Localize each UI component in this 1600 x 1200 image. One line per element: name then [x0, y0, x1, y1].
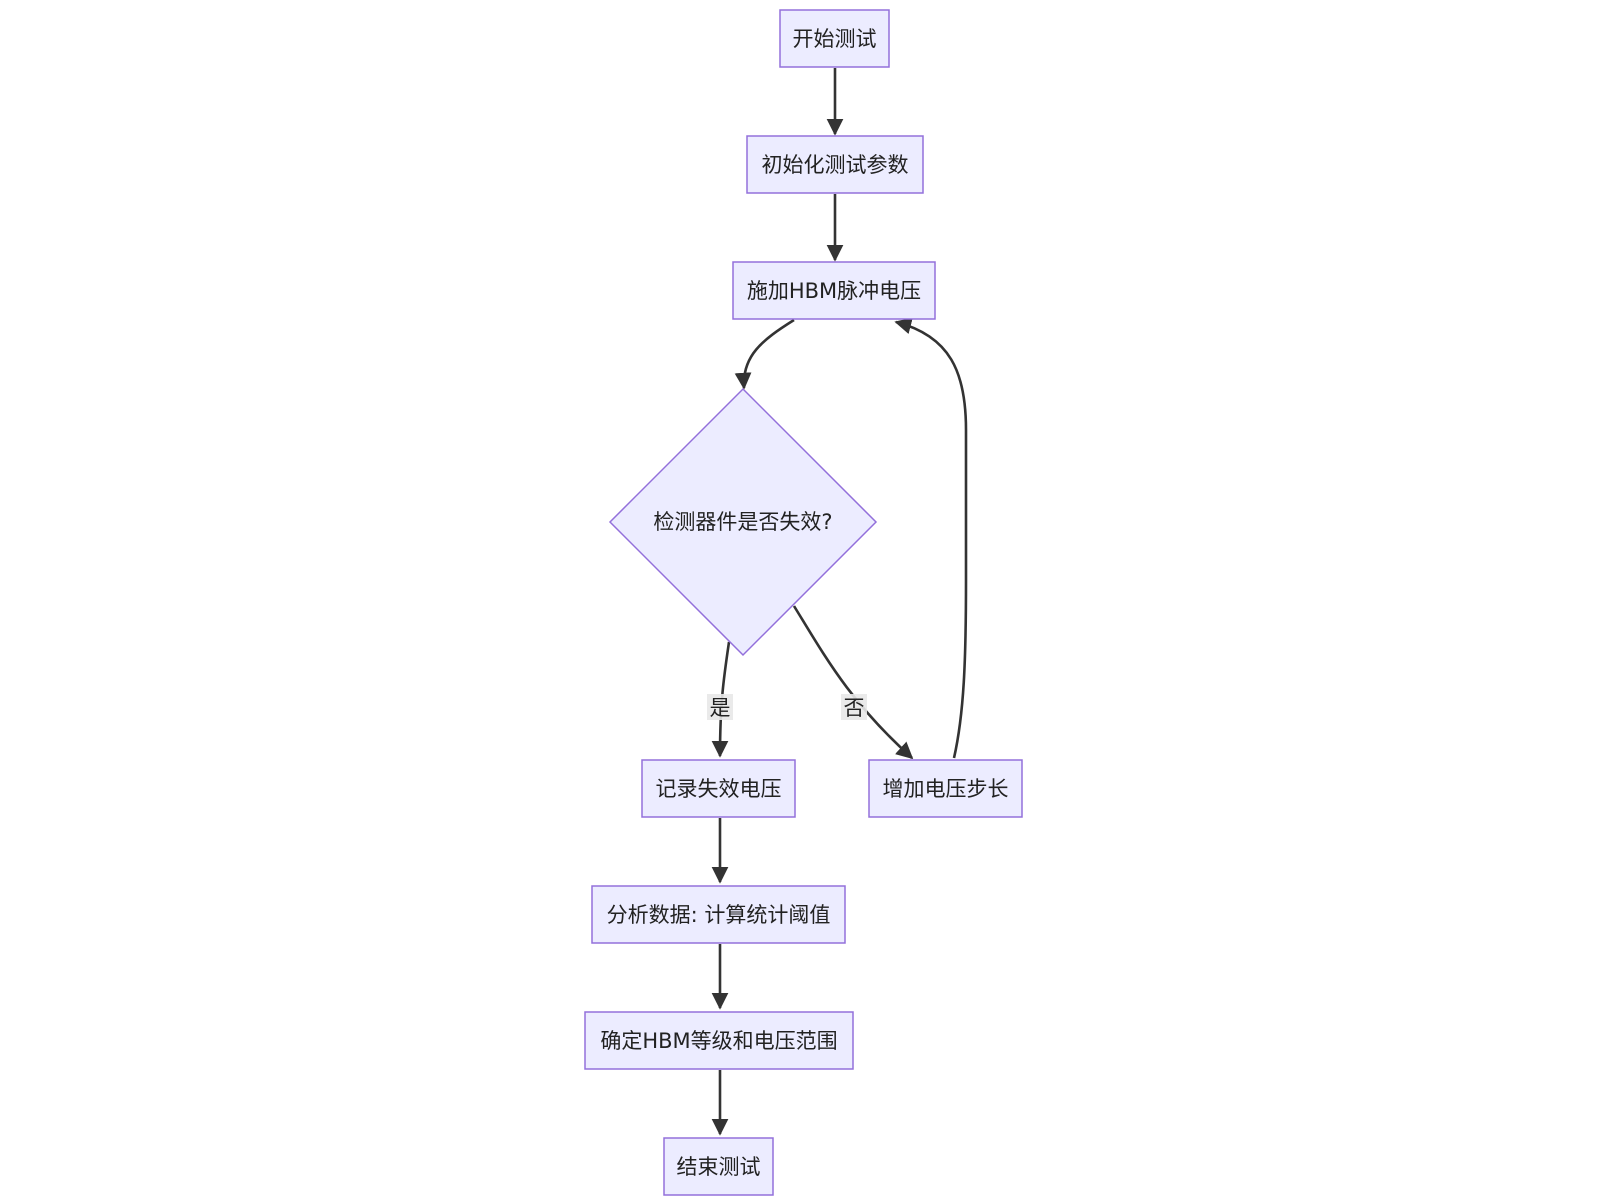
node-start-label: 开始测试: [793, 27, 877, 51]
edge-increase-to-apply: [894, 317, 968, 759]
edge-label-yes: 是: [707, 694, 733, 720]
node-end: 结束测试: [663, 1137, 774, 1196]
node-init-label: 初始化测试参数: [762, 153, 909, 177]
node-increase-label: 增加电压步长: [883, 777, 1009, 801]
edge-label-no-text: 否: [844, 696, 865, 720]
node-record: 记录失效电压: [641, 759, 796, 818]
node-start: 开始测试: [779, 9, 890, 68]
edges: [711, 68, 968, 1136]
node-analyze-label: 分析数据: 计算统计阈值: [607, 903, 831, 927]
edge-label-yes-text: 是: [710, 696, 731, 720]
node-record-label: 记录失效电压: [656, 777, 782, 801]
node-check-label: 检测器件是否失效?: [653, 510, 832, 534]
edge-label-no: 否: [841, 694, 867, 720]
node-apply: 施加HBM脉冲电压: [732, 261, 936, 320]
node-determine-label: 确定HBM等级和电压范围: [600, 1029, 837, 1053]
node-init: 初始化测试参数: [746, 135, 924, 194]
node-analyze: 分析数据: 计算统计阈值: [591, 885, 846, 944]
edge-check-to-increase: [792, 605, 914, 760]
edge-apply-to-check: [734, 318, 795, 390]
node-determine: 确定HBM等级和电压范围: [584, 1011, 854, 1070]
node-apply-label: 施加HBM脉冲电压: [747, 279, 921, 303]
node-end-label: 结束测试: [677, 1155, 761, 1179]
node-check: 检测器件是否失效?: [608, 387, 878, 657]
node-increase: 增加电压步长: [868, 759, 1023, 818]
edge-check-to-record: [711, 641, 731, 758]
